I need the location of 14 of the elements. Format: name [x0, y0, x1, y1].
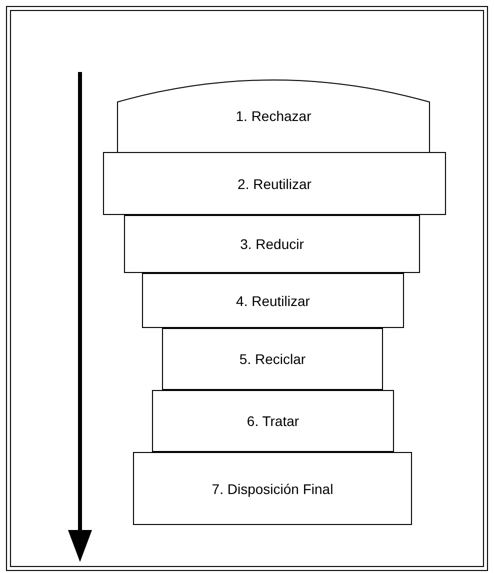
level-box: [152, 390, 394, 452]
level-label: 5. Reciclar: [239, 351, 306, 367]
level-label: 4. Reutilizar: [236, 292, 310, 308]
level-label: 1. Rechazar: [236, 108, 312, 124]
level-label: 7. Disposición Final: [212, 480, 334, 496]
level-label: 2. Reutilizar: [238, 176, 312, 192]
level-box: [103, 152, 446, 215]
level-box: [162, 328, 383, 390]
level-box: [124, 215, 420, 273]
level-label: 3. Reducir: [240, 236, 304, 252]
level-label: 6. Tratar: [246, 413, 300, 429]
level-box: [133, 452, 412, 525]
dome-box: [117, 80, 430, 152]
level-box: [142, 273, 404, 328]
